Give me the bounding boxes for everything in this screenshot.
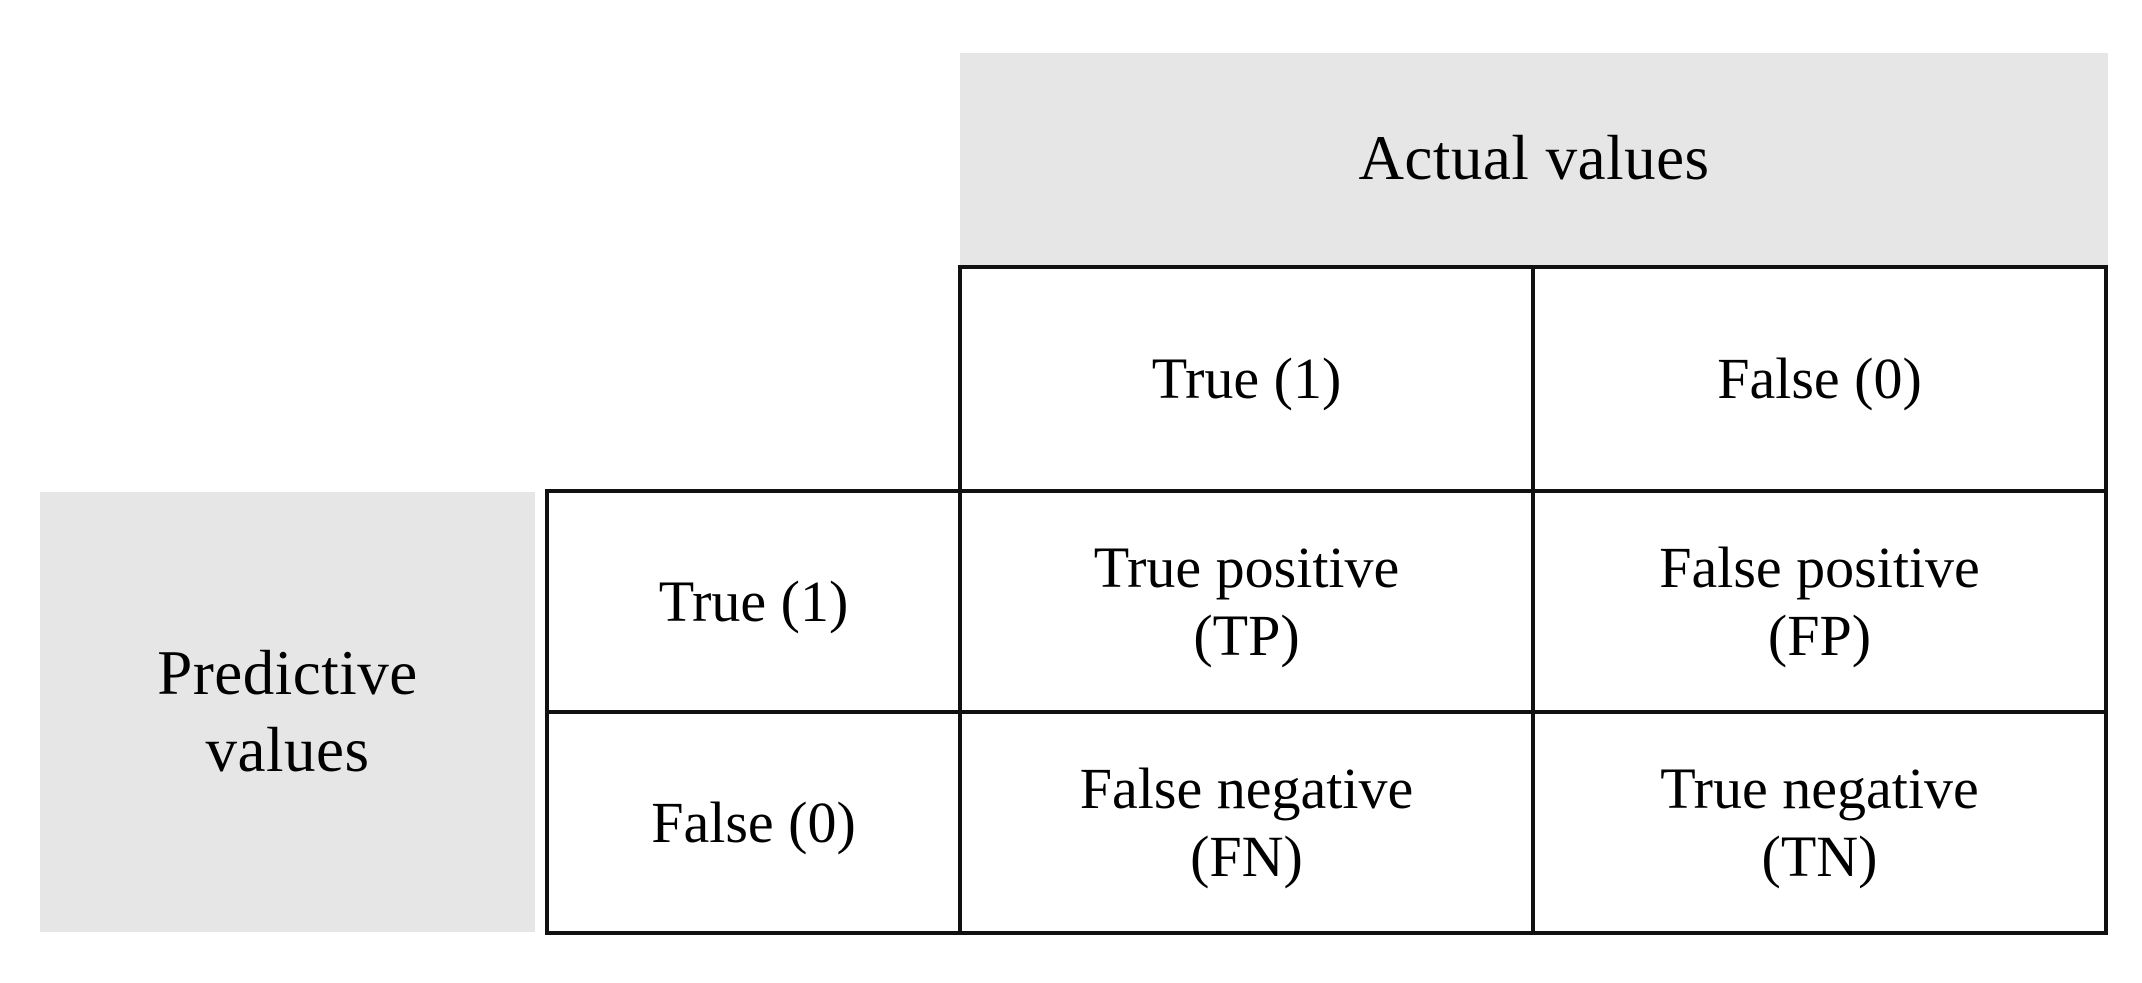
- actual-column-header-true: True (1): [962, 269, 1531, 489]
- cell-true-negative-abbr: (TN): [1761, 823, 1878, 889]
- predictive-values-title: Predictive values: [157, 635, 417, 789]
- cell-true-positive-name: True positive: [1093, 535, 1400, 601]
- cell-true-positive-abbr: (TP): [1193, 602, 1300, 668]
- predicted-row-header-false: False (0): [549, 714, 958, 931]
- matrix-row-predicted-false: False (0) False negative (FN) True negat…: [549, 710, 2104, 931]
- cell-false-positive-name: False positive: [1659, 535, 1980, 601]
- cell-false-negative-text: False negative (FN): [1080, 755, 1413, 890]
- cell-true-negative: True negative (TN): [1531, 714, 2104, 931]
- cell-false-positive-abbr: (FP): [1767, 602, 1872, 668]
- cell-true-positive-text: True positive (TP): [1094, 534, 1400, 669]
- actual-column-header-false-label: False (0): [1717, 346, 1922, 412]
- matrix-row-predicted-true: True (1) True positive (TP) False positi…: [549, 493, 2104, 710]
- actual-column-header-false: False (0): [1531, 269, 2104, 489]
- predicted-row-header-true: True (1): [549, 493, 958, 710]
- cell-true-negative-name: True negative: [1660, 756, 1979, 822]
- cell-false-negative: False negative (FN): [958, 714, 1531, 931]
- actual-values-title: Actual values: [1358, 123, 1710, 194]
- cell-true-positive: True positive (TP): [958, 493, 1531, 710]
- actual-column-header-true-label: True (1): [1151, 346, 1342, 412]
- cell-false-negative-abbr: (FN): [1190, 823, 1303, 889]
- cell-false-positive: False positive (FP): [1531, 493, 2104, 710]
- actual-values-banner: Actual values: [960, 53, 2108, 265]
- predicted-row-header-true-label: True (1): [658, 568, 849, 634]
- cell-false-positive-text: False positive (FP): [1659, 534, 1980, 669]
- cell-false-negative-name: False negative: [1079, 756, 1414, 822]
- predictive-values-banner: Predictive values: [40, 492, 535, 932]
- predictive-values-title-line1: Predictive: [157, 638, 418, 709]
- cell-true-negative-text: True negative (TN): [1660, 755, 1978, 890]
- matrix-body: True (1) True positive (TP) False positi…: [545, 489, 2108, 935]
- predictive-values-title-line2: values: [205, 715, 370, 785]
- actual-values-header-row: True (1) False (0): [958, 265, 2108, 493]
- predicted-row-header-false-label: False (0): [651, 789, 856, 855]
